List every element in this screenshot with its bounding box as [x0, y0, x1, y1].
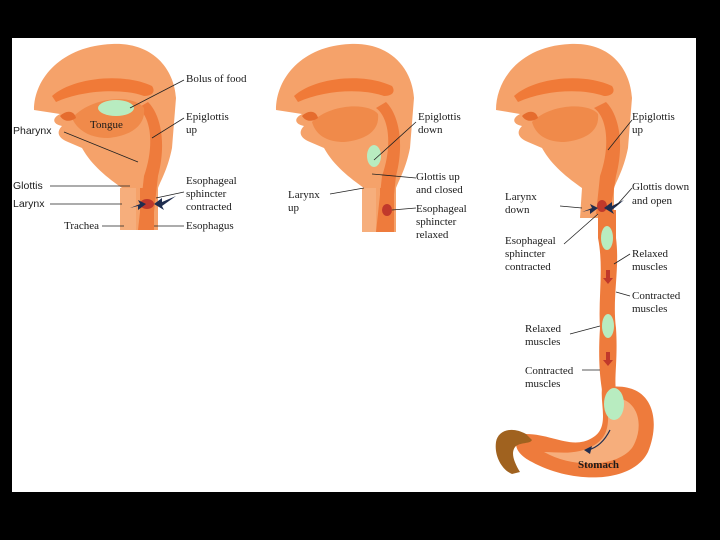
label-glottis-open-1: Glottis down [632, 181, 690, 193]
label-relaxed-left-1: Relaxed [525, 323, 562, 335]
label-sphincter-3a: Esophageal [505, 235, 556, 247]
sphincter-3 [597, 200, 607, 212]
label-contracted-left-1: Contracted [525, 365, 574, 377]
label-sphincter-2b: sphincter [416, 216, 457, 228]
label-relaxed-right-2: muscles [632, 261, 667, 273]
label-stomach: Stomach [578, 459, 619, 471]
label-glottis-closed-1: Glottis up [416, 171, 460, 183]
label-epiglottis-down-2: down [418, 124, 443, 136]
label-pharynx: Pharynx [13, 125, 52, 137]
label-glottis-open-2: and open [632, 195, 673, 207]
bolus-3c [604, 388, 624, 420]
label-relaxed-left-2: muscles [525, 336, 560, 348]
label-sphincter-3c: contracted [505, 261, 551, 273]
label-larynx-down-2: down [505, 204, 530, 216]
label-contracted-right-2: muscles [632, 303, 667, 315]
panel-1-swallow-start: Bolus of food Tongue Pharynx Glottis Lar… [13, 44, 247, 232]
diagram-panel: Bolus of food Tongue Pharynx Glottis Lar… [12, 38, 696, 492]
stomach-inner-3 [544, 398, 639, 464]
label-sphincter-2c: relaxed [416, 229, 449, 241]
label-relaxed-right-1: Relaxed [632, 248, 669, 260]
label-larynx-down-1: Larynx [505, 191, 537, 203]
sphincter-2 [382, 204, 392, 216]
label-contracted-left-2: muscles [525, 378, 560, 390]
label-sphincter-2a: Esophageal [416, 203, 467, 215]
label-esophagus: Esophagus [186, 220, 234, 232]
label-sphincter-1c: contracted [186, 201, 232, 213]
label-trachea: Trachea [64, 220, 99, 232]
swallowing-diagram: Bolus of food Tongue Pharynx Glottis Lar… [12, 38, 696, 492]
bolus-3a [601, 226, 613, 250]
label-epiglottis-up-2: up [186, 124, 198, 136]
label-sphincter-1b: sphincter [186, 188, 227, 200]
bolus-3b [602, 314, 614, 338]
label-sphincter-3b: sphincter [505, 248, 546, 260]
trachea-2 [362, 188, 376, 232]
label-larynx: Larynx [13, 198, 45, 210]
label-epiglottis-up-1: Epiglottis [186, 111, 229, 123]
panel-2-swallow-middle: Epiglottis down Larynx up Glottis up and… [276, 44, 467, 241]
label-epiglottis-up-3a: Epiglottis [632, 111, 675, 123]
label-epiglottis-down-1: Epiglottis [418, 111, 461, 123]
panel-3-peristalsis: Epiglottis up Glottis down and open Lary… [496, 44, 690, 478]
label-larynx-up-1: Larynx [288, 189, 320, 201]
bolus-1 [98, 100, 134, 116]
label-glottis: Glottis [13, 180, 43, 192]
label-epiglottis-up-3b: up [632, 124, 644, 136]
label-glottis-closed-2: and closed [416, 184, 463, 196]
label-sphincter-1a: Esophageal [186, 175, 237, 187]
trachea-1 [120, 188, 136, 230]
label-tongue: Tongue [90, 119, 123, 131]
label-bolus-of-food: Bolus of food [186, 73, 247, 85]
label-contracted-right-1: Contracted [632, 290, 681, 302]
label-larynx-up-2: up [288, 202, 300, 214]
